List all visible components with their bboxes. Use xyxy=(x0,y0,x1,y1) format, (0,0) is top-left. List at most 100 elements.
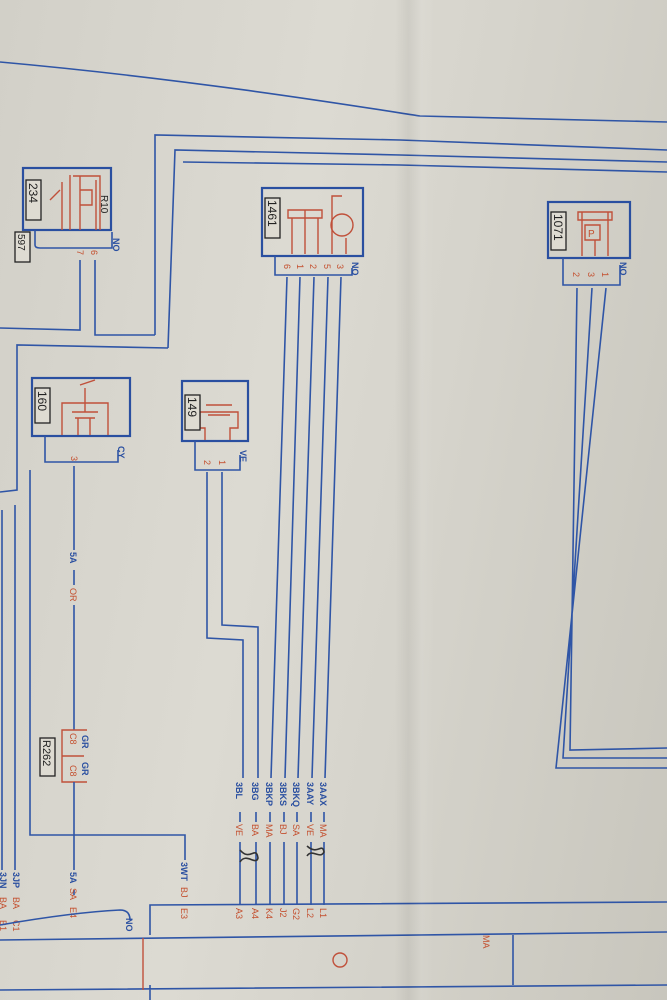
wire xyxy=(206,472,244,778)
connector-outline xyxy=(34,230,113,249)
splice-color: GR xyxy=(80,735,90,749)
wire-bundle-3 xyxy=(182,161,667,173)
pin-label: B1 xyxy=(0,920,8,931)
bundle-wire-code: 3BKQ xyxy=(291,782,301,807)
bundle-wire-code: 3AAY xyxy=(305,782,315,805)
bundle-wire-pin: G2 xyxy=(291,908,301,920)
component-id-tag xyxy=(264,197,281,239)
component-id-tag xyxy=(550,211,567,251)
component-160[interactable] xyxy=(30,376,132,438)
pressure-sensor-symbol-icon: P xyxy=(577,211,613,256)
connector-outline xyxy=(562,258,621,286)
wire-code: 5A xyxy=(68,872,78,884)
connector-color: NO xyxy=(124,918,134,932)
connector-color: NO xyxy=(618,262,628,276)
component-code: R10 xyxy=(98,195,109,214)
component-id-tag xyxy=(25,179,42,221)
wire-color: OR xyxy=(68,588,78,602)
bundle-wire-color: VE xyxy=(234,824,244,836)
bundle-wire-pin: K4 xyxy=(264,908,274,919)
splice-color: GR xyxy=(80,762,90,776)
splice-tag xyxy=(39,737,56,777)
wire-color: SA xyxy=(68,888,78,900)
component-id: 234 xyxy=(26,183,40,203)
motor-symbol-icon xyxy=(287,195,354,254)
relay-symbol-icon xyxy=(49,175,101,230)
pin-label: 6 xyxy=(89,250,99,255)
bundle-wire-code: 3BKP xyxy=(264,782,274,806)
bundle-wire-color: BJ xyxy=(278,824,288,835)
bundle-wire-pin: J2 xyxy=(278,908,288,918)
splice-pin: C8 xyxy=(68,765,78,777)
pin-label: 2 xyxy=(571,272,581,277)
wire-color: BA xyxy=(0,897,8,909)
bundle-wire-pin: L1 xyxy=(318,908,328,918)
paper-fold xyxy=(395,0,435,1000)
component-1461[interactable] xyxy=(260,186,365,258)
bundle-wire-color: VE xyxy=(305,824,315,836)
component-id-tag xyxy=(184,394,201,431)
wire xyxy=(94,260,155,336)
wire xyxy=(29,470,186,860)
wire xyxy=(0,344,169,493)
ref-tag xyxy=(14,231,31,263)
bundle-wire-pin: A3 xyxy=(234,908,244,919)
pin-label: 1 xyxy=(217,460,227,465)
twisted-pair-icon xyxy=(239,845,325,863)
component-id: 149 xyxy=(185,397,199,417)
pin-label: 7 xyxy=(75,250,85,255)
wire-bundle-2 xyxy=(167,149,667,349)
wire-group xyxy=(555,287,667,769)
pressure-switch-symbol-icon xyxy=(61,379,109,435)
connector-color: NO xyxy=(111,238,121,252)
sensor-symbol-icon xyxy=(199,404,239,440)
connector-color: MA xyxy=(481,935,491,949)
bundle-wire-code: 3BG xyxy=(250,782,260,801)
connector-outline xyxy=(44,436,119,463)
pin-label: C1 xyxy=(11,920,21,932)
component-234[interactable] xyxy=(21,166,113,232)
bundle-wire-color: BA xyxy=(250,824,260,836)
wire xyxy=(1,505,16,870)
component-id: 160 xyxy=(35,391,49,411)
component-id-tag xyxy=(34,387,51,424)
wire-group xyxy=(270,276,342,779)
wire xyxy=(221,472,259,778)
pin-label: 3 xyxy=(586,272,596,277)
bundle-wire-color: SA xyxy=(291,824,301,836)
component-id: 1071 xyxy=(551,214,565,241)
wire-bundle-1 xyxy=(154,134,667,335)
wire xyxy=(0,260,81,331)
pin-label: 3 xyxy=(335,264,345,269)
wire-code: 3JP xyxy=(11,872,21,888)
component-id: 1461 xyxy=(265,200,279,227)
pin-label: 1 xyxy=(600,272,610,277)
pin-label: E4 xyxy=(68,907,78,918)
component-149[interactable] xyxy=(180,379,250,443)
connector-color: NO xyxy=(350,262,360,276)
connector-outline xyxy=(274,256,353,276)
bundle-wire-code: 3AAX xyxy=(318,782,328,806)
bundle-wire-pin: L2 xyxy=(305,908,315,918)
bundle-wire-code: 3BKS xyxy=(278,782,288,806)
pin-label: E3 xyxy=(179,908,189,919)
connector-color: VE xyxy=(238,450,248,462)
ref-tag-text: 597 xyxy=(15,234,26,251)
pin-label: 2 xyxy=(202,460,212,465)
bundle-wire-color: MA xyxy=(318,824,328,838)
component-1071[interactable] xyxy=(546,200,632,260)
splice-id: R262 xyxy=(40,740,52,766)
pin-label: 5 xyxy=(322,264,332,269)
bundle-wire-code: 3BL xyxy=(234,782,244,800)
connector-color: CY xyxy=(116,446,126,459)
wire-color: BA xyxy=(11,897,21,909)
pin-label: 1 xyxy=(295,264,305,269)
harness-top xyxy=(0,901,667,935)
bundle-wire-labels: 3BLVEA33BGBAA43BKPMAK43BKSBJJ23BKQSAG23A… xyxy=(234,782,328,920)
pin-label: 2 xyxy=(308,264,318,269)
svg-text:P: P xyxy=(588,229,595,240)
harness-line xyxy=(0,931,667,941)
wire-top xyxy=(0,61,667,123)
